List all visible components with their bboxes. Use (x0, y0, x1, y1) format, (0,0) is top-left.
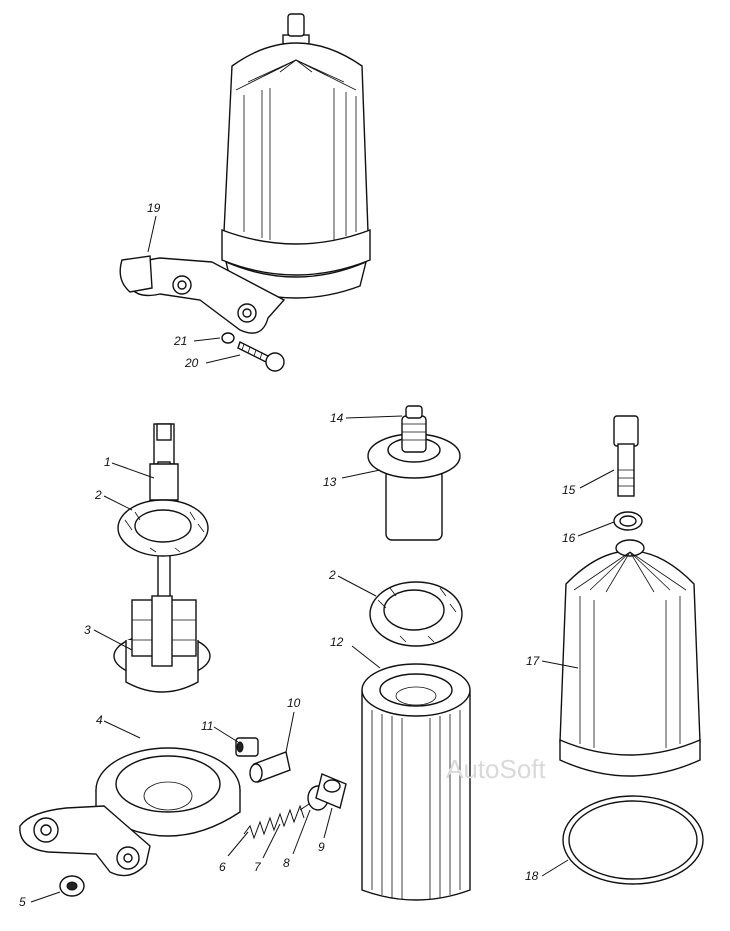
callout-6: 6 (219, 860, 226, 874)
sleeve-10 (249, 751, 291, 783)
callout-3: 3 (84, 623, 91, 637)
callout-2-center: 2 (328, 568, 336, 582)
callout-9: 9 (318, 840, 325, 854)
gasket-2-center (369, 581, 463, 647)
cover-13 (367, 433, 461, 541)
housing-4 (19, 747, 241, 877)
callout-18: 18 (525, 869, 539, 883)
callout-4: 4 (96, 713, 103, 727)
callout-2-left: 2 (94, 488, 102, 502)
callout-8: 8 (283, 856, 290, 870)
filter-element-12 (361, 663, 471, 901)
callout-7: 7 (254, 860, 262, 874)
callout-21: 21 (173, 334, 187, 348)
callout-labels: 19 21 20 1 2 3 4 5 6 7 8 9 10 11 12 13 1… (19, 201, 576, 909)
callout-14: 14 (330, 411, 344, 425)
callout-13: 13 (323, 475, 337, 489)
callout-11: 11 (201, 719, 213, 733)
plug-11 (235, 737, 259, 757)
assembled-filter (119, 13, 371, 334)
nipple-14 (401, 405, 427, 453)
callout-17: 17 (526, 654, 541, 668)
callout-16: 16 (562, 531, 576, 545)
plug-5 (59, 875, 85, 897)
callout-1: 1 (104, 455, 111, 469)
callout-19: 19 (147, 201, 161, 215)
bolt-15 (613, 415, 639, 497)
callout-5: 5 (19, 895, 26, 909)
callout-20: 20 (184, 356, 199, 370)
sleeve-3 (113, 595, 211, 693)
callout-12: 12 (330, 635, 344, 649)
washer-21 (221, 332, 235, 344)
plug-9 (315, 773, 347, 809)
filter-bowl-17 (559, 539, 701, 777)
gasket-2-left (117, 499, 209, 557)
callout-10: 10 (287, 696, 301, 710)
watermark: AutoSoft (446, 754, 547, 784)
bolt-20 (237, 341, 285, 372)
washer-16 (613, 511, 643, 531)
leader-lines (30, 215, 615, 903)
callout-15: 15 (562, 483, 576, 497)
seal-ring-18 (562, 795, 704, 885)
